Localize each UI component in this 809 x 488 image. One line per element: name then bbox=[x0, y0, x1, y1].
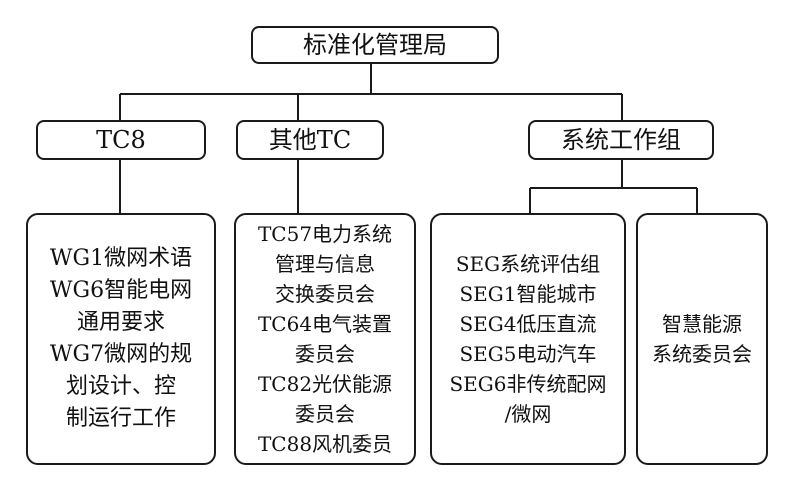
other-tc-detail-line: 管理与信息 bbox=[275, 252, 375, 276]
other-tc-detail-line: TC82光伏能源 bbox=[257, 372, 393, 396]
other-tc-detail-line: 交换委员会 bbox=[275, 282, 375, 306]
other-tc-detail-line: 委员会 bbox=[295, 342, 355, 366]
seg-detail-line: SEG4低压直流 bbox=[459, 312, 597, 336]
tc8-detail-line: 划设计、控 bbox=[65, 374, 176, 399]
other-tc-detail-line: TC88风机委员 bbox=[257, 432, 393, 456]
seg-detail-line: SEG6非传统配网 bbox=[449, 372, 607, 396]
seg-detail-box: SEG系统评估组 SEG1智能城市 SEG4低压直流 SEG5电动汽车 SEG6… bbox=[430, 213, 626, 465]
seg-detail-line: SEG1智能城市 bbox=[459, 282, 597, 306]
root-node-standardization-bureau: 标准化管理局 bbox=[251, 26, 499, 64]
tc8-detail-line: 通用要求 bbox=[76, 310, 165, 335]
node-system-working-group-label: 系统工作组 bbox=[561, 126, 681, 154]
node-tc8: TC8 bbox=[36, 120, 206, 160]
node-other-tc: 其他TC bbox=[236, 120, 384, 160]
tc8-detail-line: WG7微网的规 bbox=[49, 342, 193, 367]
tc8-detail-line: WG6智能电网 bbox=[49, 278, 193, 303]
node-system-working-group: 系统工作组 bbox=[528, 120, 714, 160]
tc8-detail-line: WG1微网术语 bbox=[49, 246, 193, 271]
other-tc-detail-line: TC57电力系统 bbox=[257, 222, 393, 246]
node-tc8-label: TC8 bbox=[96, 126, 146, 154]
tc8-detail-box: WG1微网术语 WG6智能电网 通用要求 WG7微网的规 划设计、控 制运行工作 bbox=[26, 213, 216, 465]
tc8-detail-line: 制运行工作 bbox=[65, 406, 176, 431]
seg-detail-line: SEG5电动汽车 bbox=[459, 342, 597, 366]
other-tc-detail-line: 委员会 bbox=[295, 402, 355, 426]
smart-energy-line: 系统委员会 bbox=[652, 342, 752, 366]
other-tc-detail-box: TC57电力系统 管理与信息 交换委员会 TC64电气装置 委员会 TC82光伏… bbox=[234, 213, 416, 465]
seg-detail-line: SEG系统评估组 bbox=[455, 252, 601, 276]
root-node-label: 标准化管理局 bbox=[303, 31, 447, 59]
smart-energy-line: 智慧能源 bbox=[662, 312, 742, 336]
smart-energy-committee-box: 智慧能源 系统委员会 bbox=[636, 213, 768, 465]
seg-detail-line: /微网 bbox=[504, 402, 552, 426]
other-tc-detail-line: TC64电气装置 bbox=[257, 312, 393, 336]
node-other-tc-label: 其他TC bbox=[268, 126, 352, 154]
